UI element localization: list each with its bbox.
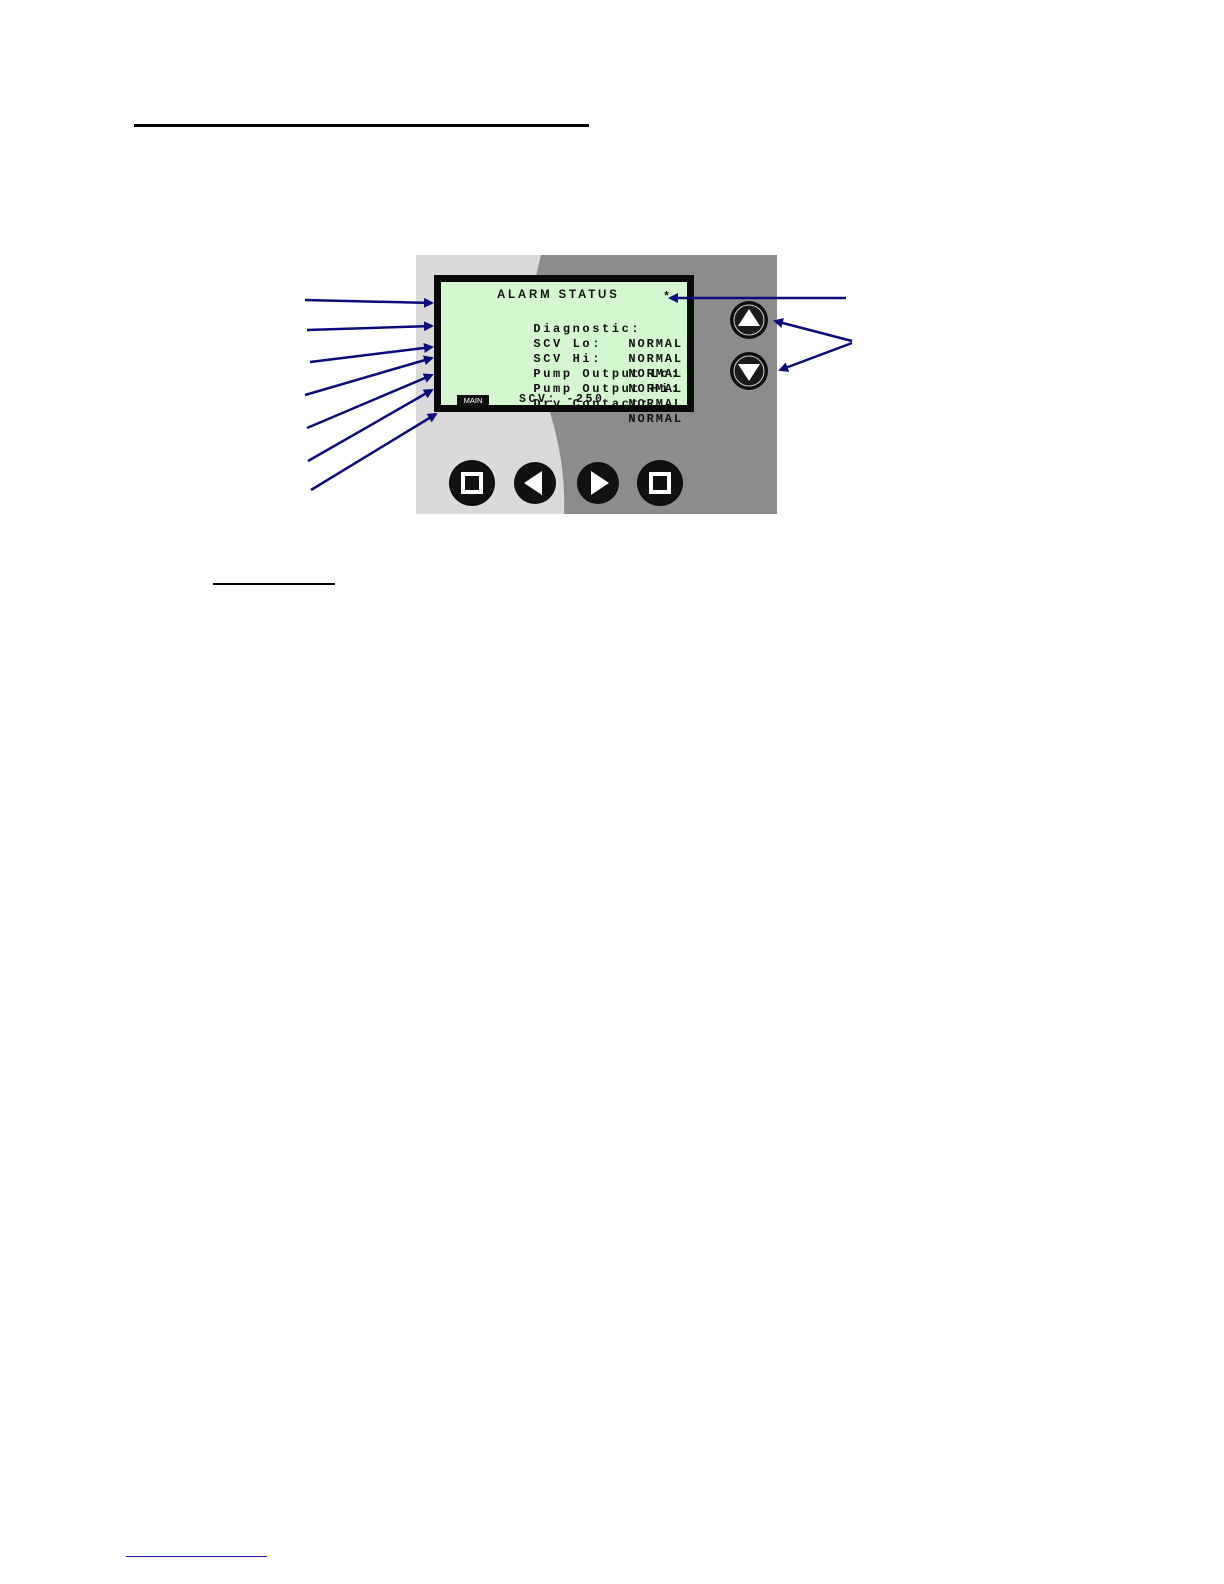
heading-underline (134, 124, 589, 127)
lcd-row-label: Diagnostic: (533, 322, 642, 336)
callout-arrow-pump-lo (306, 373, 434, 430)
lcd-row-label: SCV Lo: (533, 337, 603, 351)
soft-key-right-button[interactable] (637, 460, 683, 506)
lcd-screen: ALARM STATUS * Diagnostic: NORMAL SCV Lo… (434, 275, 694, 426)
lcd-row-label: SCV Hi: (533, 352, 603, 366)
subheading-underline (213, 583, 335, 585)
down-arrow-icon (733, 355, 765, 387)
callout-arrow-up (773, 318, 853, 343)
callout-arrow-title (304, 297, 434, 308)
lcd-row-value: NORMAL (628, 337, 683, 351)
controller-panel-image: ALARM STATUS * Diagnostic: NORMAL SCV Lo… (416, 255, 777, 514)
lcd-row-value: NORMAL (628, 352, 683, 366)
square-icon (639, 462, 681, 504)
square-icon (451, 462, 493, 504)
lcd-row-label: Pump Output Hi: (533, 382, 681, 396)
scv-readout: SCV: -250 (519, 393, 605, 406)
lcd-star-indicator: * (663, 290, 671, 304)
lcd-row-pump-output-hi: Pump Output Hi: NORMAL (455, 367, 683, 411)
left-button[interactable] (514, 462, 556, 504)
down-button[interactable] (730, 352, 768, 390)
up-button[interactable] (730, 301, 768, 339)
lcd-row-value: NORMAL (628, 397, 683, 411)
callout-arrow-down (778, 341, 853, 372)
up-arrow-icon (733, 304, 765, 336)
soft-key-left-button[interactable] (449, 460, 495, 506)
right-arrow-icon (578, 463, 618, 503)
lcd-row-pump-output-lo: Pump Output Lo: NORMAL (455, 352, 683, 396)
lcd-row-label: Dry Contact: (533, 397, 652, 411)
left-arrow-icon (515, 463, 555, 503)
lcd-row-scv-hi: SCV Hi: NORMAL (455, 337, 683, 381)
callout-arrow-pump-hi (307, 388, 434, 463)
lcd-row-value: NORMAL (628, 367, 683, 381)
lcd-row-dry-contact: Dry Contact: NORMAL (455, 382, 683, 426)
callout-arrow-scv-hi (304, 355, 434, 397)
footer-underline (126, 1556, 267, 1557)
lcd-display: ALARM STATUS * Diagnostic: NORMAL SCV Lo… (440, 281, 688, 426)
lcd-row-value: NORMAL (628, 412, 683, 426)
lcd-row-value: NORMAL (628, 382, 683, 396)
lcd-row-scv-lo: SCV Lo: NORMAL (455, 322, 683, 366)
lcd-title: ALARM STATUS (497, 289, 620, 301)
lcd-row-diagnostic: Diagnostic: NORMAL (455, 307, 683, 351)
main-tag: MAIN (457, 395, 489, 406)
callout-arrow-scv-lo (309, 343, 434, 364)
right-button[interactable] (577, 462, 619, 504)
lcd-row-label: Pump Output Lo: (533, 367, 681, 381)
callout-arrow-diagnostic (306, 321, 434, 332)
